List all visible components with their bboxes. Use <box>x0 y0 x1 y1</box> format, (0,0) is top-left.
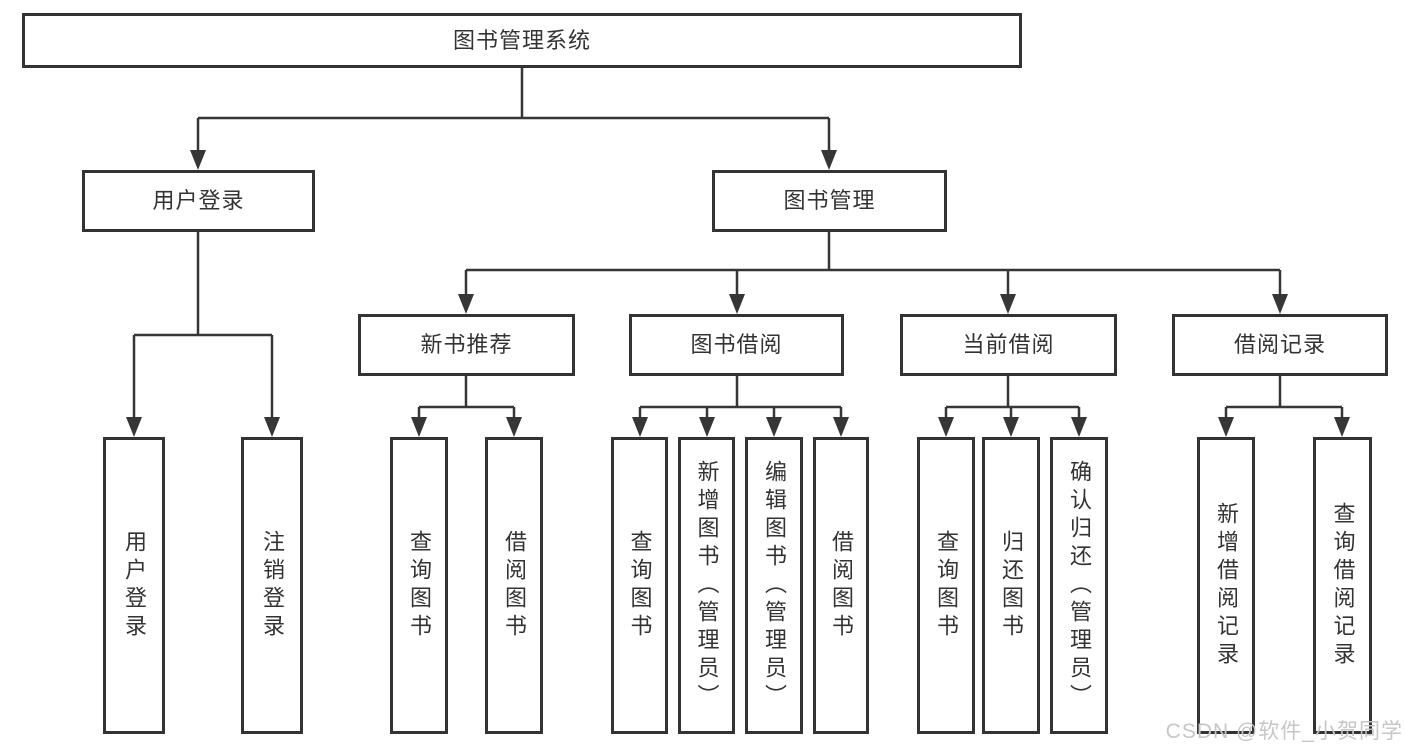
leaf-borrow-books-borrowing: 借阅图书 <box>813 437 869 734</box>
leaf-logout-login: 注销登录 <box>241 437 303 734</box>
arrowhead-down-icon <box>411 417 427 437</box>
csdn-watermark: CSDN @软件_小贺同学 <box>1165 720 1403 743</box>
node-current-borrowing: 当前借阅 <box>900 314 1117 376</box>
arrowhead-down-icon <box>190 150 206 170</box>
arrowhead-down-icon <box>126 417 142 437</box>
arrowhead-down-icon <box>458 294 474 314</box>
arrowhead-down-icon <box>1272 294 1288 314</box>
leaf-query-books-recommend: 查询图书 <box>390 437 448 734</box>
leaf-user-login: 用户登录 <box>103 437 165 734</box>
leaf-add-books-admin: 新增图书（管理员） <box>678 437 735 734</box>
connector-records-to-leaves <box>1224 376 1344 426</box>
leaf-query-books-current: 查询图书 <box>917 437 975 734</box>
connector-root-to-level2 <box>196 67 831 158</box>
arrowhead-down-icon <box>264 417 280 437</box>
node-book-borrowing: 图书借阅 <box>629 314 844 376</box>
node-library-system: 图书管理系统 <box>22 13 1022 68</box>
arrowhead-down-icon <box>1071 417 1087 437</box>
arrowhead-down-icon <box>821 150 837 170</box>
connector-borrow-to-leaves <box>638 376 843 426</box>
node-new-book-recommend: 新书推荐 <box>358 314 575 376</box>
arrowhead-down-icon <box>938 417 954 437</box>
arrowhead-down-icon <box>1334 417 1350 437</box>
connector-current-to-leaves <box>944 376 1081 426</box>
arrowhead-down-icon <box>506 417 522 437</box>
node-book-management: 图书管理 <box>712 170 947 232</box>
connector-userlogin-to-leaves <box>132 232 274 426</box>
arrowhead-down-icon <box>699 417 715 437</box>
arrowhead-down-icon <box>1218 417 1234 437</box>
leaf-query-books-borrowing: 查询图书 <box>611 437 668 734</box>
arrowhead-down-icon <box>766 417 782 437</box>
arrowhead-down-icon <box>632 417 648 437</box>
node-user-login: 用户登录 <box>82 170 315 232</box>
leaf-return-books: 归还图书 <box>982 437 1040 734</box>
connector-newbook-to-leaves <box>417 376 516 426</box>
arrowhead-down-icon <box>1003 417 1019 437</box>
connector-bookmgmt-to-modules <box>464 232 1282 302</box>
leaf-query-borrow-record: 查询借阅记录 <box>1313 437 1372 734</box>
arrowhead-down-icon <box>1000 294 1016 314</box>
node-borrowing-records: 借阅记录 <box>1172 314 1388 376</box>
arrowhead-down-icon <box>729 294 745 314</box>
leaf-add-borrow-record: 新增借阅记录 <box>1197 437 1255 734</box>
leaf-confirm-return-admin: 确认归还（管理员） <box>1050 437 1108 734</box>
leaf-borrow-books-recommend: 借阅图书 <box>485 437 543 734</box>
leaf-edit-books-admin: 编辑图书（管理员） <box>745 437 803 734</box>
arrowhead-down-icon <box>833 417 849 437</box>
